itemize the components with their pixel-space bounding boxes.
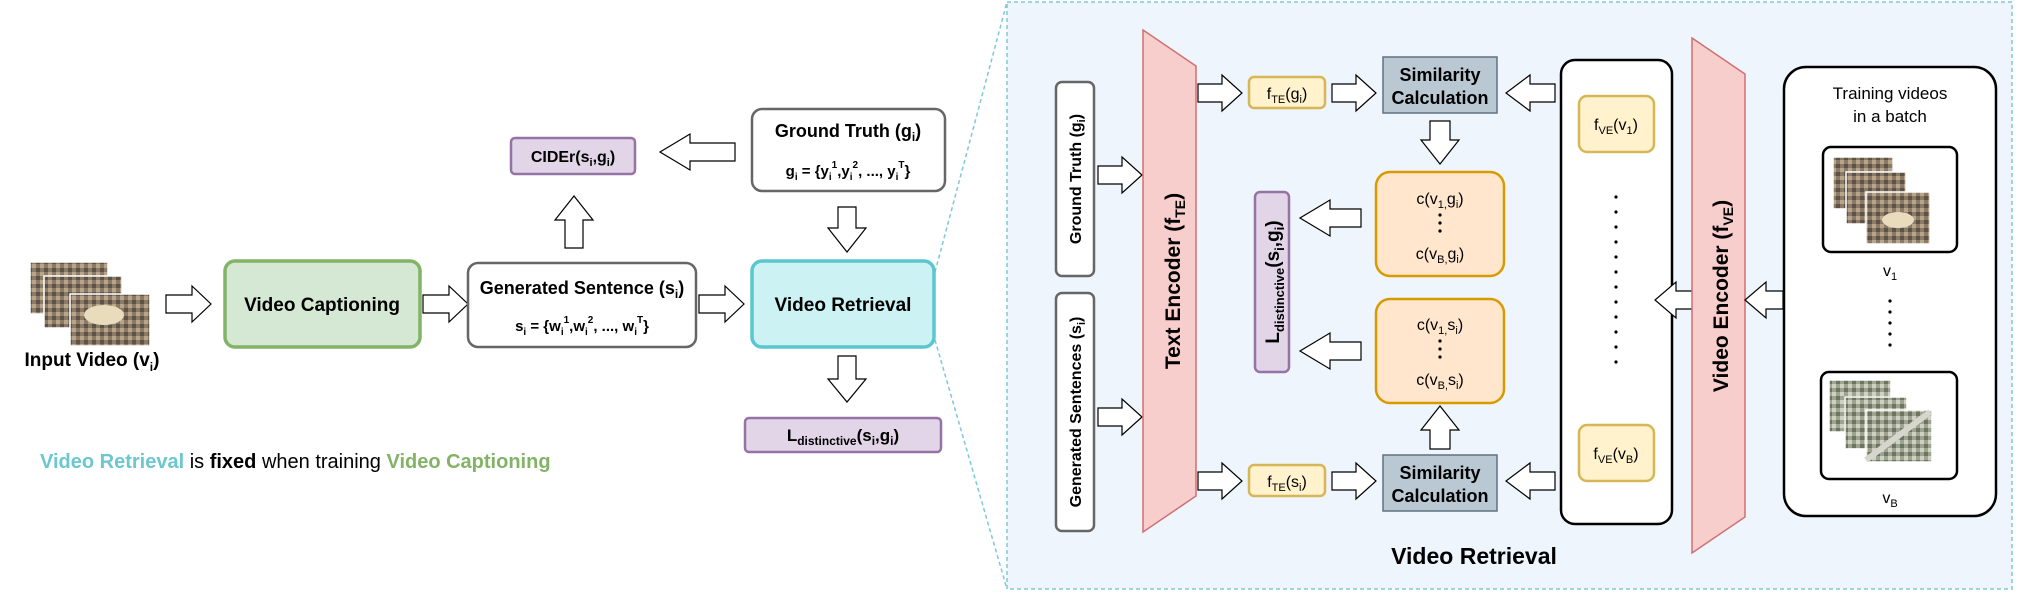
arrow-gt-to-retrieval <box>826 206 868 253</box>
videos-ellipsis-dots <box>1888 299 1892 347</box>
vb-thumbnails <box>1828 379 1933 463</box>
text-encoder-label: Text Encoder (fTE) <box>1162 193 1188 369</box>
arrow-fve-to-similarity-bottom <box>1505 461 1556 501</box>
generated-sentence-box <box>466 261 698 349</box>
c-bottom-last: c(vB,si) <box>1416 372 1464 392</box>
arrow-retrieval-to-loss <box>826 355 868 403</box>
training-videos-line2: in a batch <box>1853 107 1927 126</box>
fte-s-box <box>1247 463 1327 498</box>
c-top-dot-3 <box>1438 229 1442 233</box>
c-bottom-first: c(v1,si) <box>1417 317 1463 337</box>
v1-thumbnails <box>1832 156 1931 245</box>
vb-label: vB <box>1882 490 1897 510</box>
similarity-top-box <box>1382 56 1498 114</box>
arrow-fte-s-to-similarity <box>1331 461 1377 501</box>
l-distinctive-box <box>743 416 943 454</box>
caption-text: Video Retrieval is fixed when training V… <box>40 451 551 473</box>
fte-g-label: fTE(gi) <box>1267 86 1308 106</box>
c-bottom-box <box>1374 297 1506 405</box>
rp-generated-sentences-label: Generated Sentences (si) <box>1068 317 1088 508</box>
similarity-top-line2: Calculation <box>1391 88 1488 108</box>
fve-ellipsis-dots <box>1614 195 1618 364</box>
ground-truth-title: Ground Truth (gi) <box>775 121 921 144</box>
l-distinctive-label: Ldistinctive(si,gi) <box>787 426 899 448</box>
input-video-label: Input Video (vi) <box>25 350 160 374</box>
fve-1-box <box>1577 94 1656 154</box>
similarity-bottom-box <box>1382 454 1498 512</box>
retrieval-panel-title: Video Retrieval <box>1391 543 1557 569</box>
fve-b-label: fVE(vB) <box>1593 446 1638 466</box>
arrow-input-to-captioning <box>165 284 212 324</box>
arrow-c-top-to-loss <box>1298 198 1362 238</box>
ground-truth-formula: gi = {yi1,yi2, ..., yiT} <box>786 160 911 183</box>
c-top-first: c(v1,gi) <box>1416 191 1463 211</box>
arrow-gt-to-cider <box>658 132 736 172</box>
arrow-sentences-into-text-encoder <box>1097 397 1143 437</box>
arrow-fve-to-similarity-top <box>1505 73 1556 113</box>
rp-l-distinctive-box <box>1253 190 1291 374</box>
rp-generated-sentences-box <box>1054 291 1096 533</box>
similarity-top-line1: Similarity <box>1399 65 1480 85</box>
zoom-line-bottom <box>934 339 1008 590</box>
fve-b-box <box>1577 423 1656 483</box>
video-encoder-shape <box>1691 36 1746 555</box>
fve-1-label: fVE(v1) <box>1594 117 1638 137</box>
arrow-text-encoder-to-fte-g <box>1197 73 1243 113</box>
arrow-c-bottom-to-loss <box>1298 331 1362 371</box>
video-retrieval-box <box>750 259 936 349</box>
c-top-last: c(vB,gi) <box>1416 246 1464 266</box>
arrow-sentence-to-retrieval <box>698 284 745 324</box>
cider-box <box>509 136 637 176</box>
training-videos-line1: Training videos <box>1833 84 1948 103</box>
arrow-text-encoder-to-fte-s <box>1197 461 1243 501</box>
rp-ground-truth-label: Ground Truth (gi) <box>1068 114 1088 244</box>
fte-s-label: fTE(si) <box>1267 474 1307 494</box>
video-captioning-box <box>223 259 422 349</box>
text-encoder-shape <box>1142 28 1197 534</box>
similarity-bottom-line2: Calculation <box>1391 486 1488 506</box>
input-video-thumbnails <box>29 261 151 347</box>
arrow-fte-g-to-similarity <box>1331 73 1377 113</box>
zoom-line-top <box>934 1 1008 273</box>
cider-label: CIDEr(si,gi) <box>531 149 615 169</box>
arrow-similarity-to-c-top <box>1419 120 1461 165</box>
arrow-similarity-to-c-bottom <box>1419 405 1461 450</box>
video-retrieval-label: Video Retrieval <box>775 295 912 316</box>
c-top-dot-1 <box>1438 213 1442 217</box>
video-encoder-label: Video Encoder (fVE) <box>1710 200 1736 392</box>
similarity-bottom-line1: Similarity <box>1399 463 1480 483</box>
fte-g-box <box>1247 75 1327 110</box>
c-top-dot-2 <box>1438 221 1442 225</box>
rp-ground-truth-box <box>1054 80 1096 278</box>
arrow-gt-into-text-encoder <box>1097 155 1143 195</box>
arrow-videos-to-video-encoder <box>1744 280 1784 320</box>
c-bottom-dot-1 <box>1438 339 1442 343</box>
arrow-video-encoder-to-fve <box>1654 280 1694 320</box>
generated-sentence-title: Generated Sentence (si) <box>480 278 684 301</box>
rp-l-distinctive-label: Ldistinctive(si,gi) <box>1263 220 1287 343</box>
v1-label: v1 <box>1883 263 1897 283</box>
arrow-captioning-to-sentence <box>422 284 469 324</box>
c-bottom-dot-3 <box>1438 355 1442 359</box>
c-bottom-dot-2 <box>1438 347 1442 351</box>
ground-truth-box <box>750 107 947 193</box>
arrow-sentence-to-cider <box>553 195 595 249</box>
video-captioning-label: Video Captioning <box>244 295 400 316</box>
generated-sentence-formula: si = {wi1,wi2, ..., wiT} <box>515 315 649 338</box>
